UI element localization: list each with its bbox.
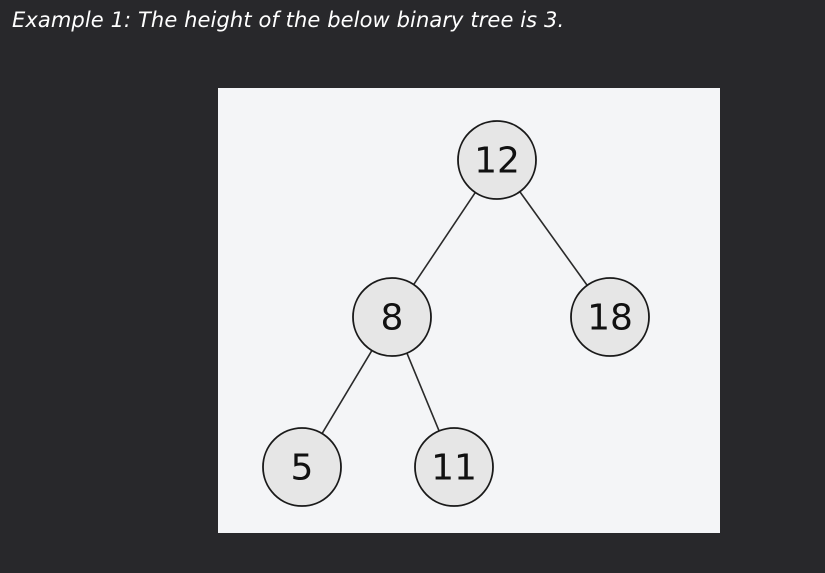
tree-node-label: 18 — [587, 298, 633, 339]
tree-node-18: 18 — [570, 277, 650, 357]
tree-node-label: 12 — [474, 141, 520, 182]
tree-node-8: 8 — [352, 277, 432, 357]
tree-node-12: 12 — [457, 120, 537, 200]
caption: Example 1: The height of the below binar… — [12, 8, 565, 32]
tree-edge-n12-n8 — [413, 191, 476, 286]
tree-node-circle — [457, 120, 537, 200]
tree-node-label: 5 — [291, 448, 314, 489]
tree-nodes: 12 8 18 5 11 — [262, 120, 650, 507]
binary-tree-svg: 12 8 18 5 11 — [262, 120, 650, 507]
tree-node-circle — [414, 427, 494, 507]
tree-node-circle — [262, 427, 342, 507]
tree-node-label: 8 — [381, 298, 404, 339]
tree-node-5: 5 — [262, 427, 342, 507]
tree-edge-n8-n11 — [406, 352, 440, 432]
tree-edge-n12-n18 — [519, 191, 588, 286]
tree-node-label: 11 — [431, 448, 477, 489]
binary-tree-figure: 12 8 18 5 11 — [218, 88, 720, 533]
tree-node-11: 11 — [414, 427, 494, 507]
tree-node-circle — [352, 277, 432, 357]
tree-node-circle — [570, 277, 650, 357]
tree-edges — [321, 191, 588, 434]
tree-edge-n8-n5 — [321, 350, 373, 434]
